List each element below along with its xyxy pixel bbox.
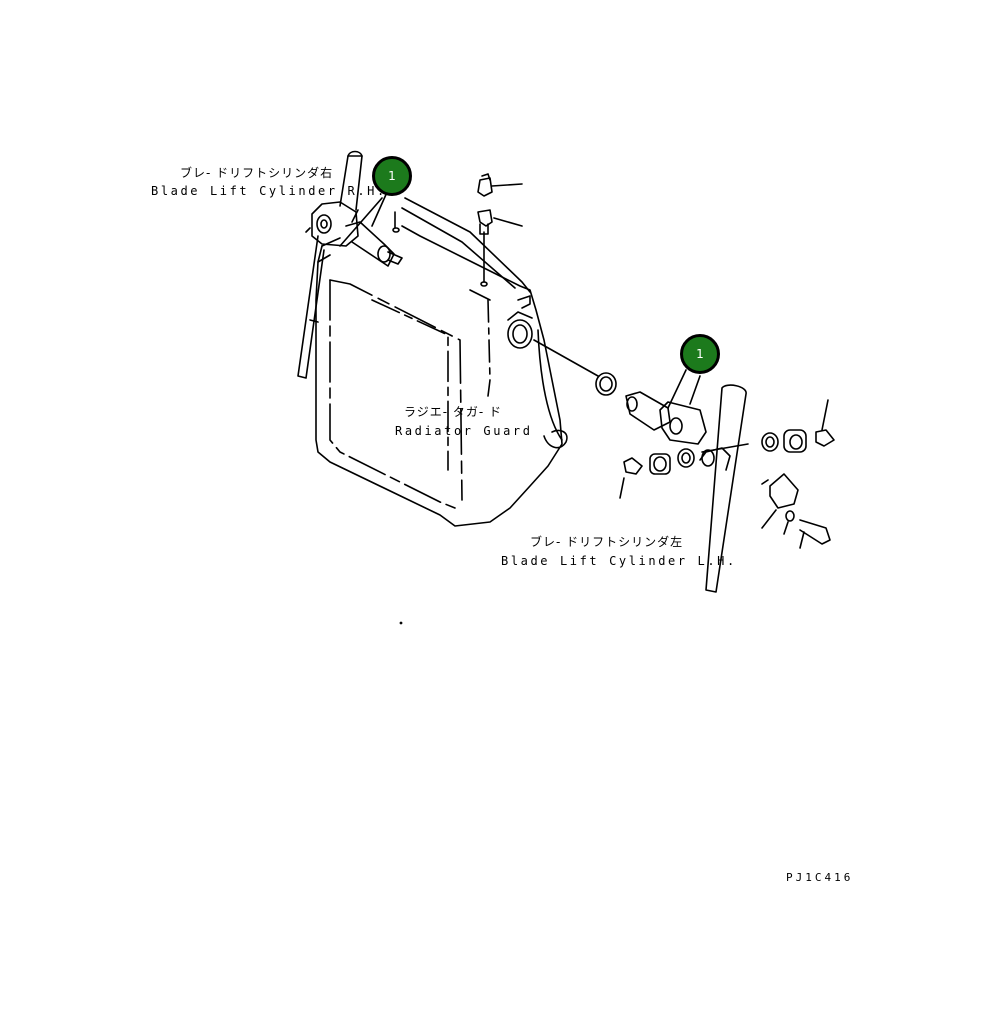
radiator-guard-label-en: Radiator Guard	[395, 424, 533, 438]
cylinder-rh-label-jp: ブレ- ドリフトシリンダ右	[180, 166, 334, 180]
callout-1-lh[interactable]: 1	[680, 334, 720, 374]
cylinder-lh-drawing	[533, 339, 835, 593]
cylinder-lh-label-en: Blade Lift Cylinder L.H.	[501, 554, 737, 568]
cylinder-rh-drawing	[297, 150, 403, 379]
cylinder-lh-label-jp: ブレ- ドリフトシリンダ左	[530, 535, 684, 549]
grease-fittings-drawing	[477, 173, 523, 235]
radiator-guard-drawing	[315, 197, 568, 527]
cylinder-rh-label-en: Blade Lift Cylinder R.H.	[151, 184, 387, 198]
radiator-guard-label-jp: ラジエ- タガ- ド	[404, 405, 503, 419]
callout-1-rh[interactable]: 1	[372, 156, 412, 196]
drawing-code: PJ1C416	[786, 871, 854, 884]
